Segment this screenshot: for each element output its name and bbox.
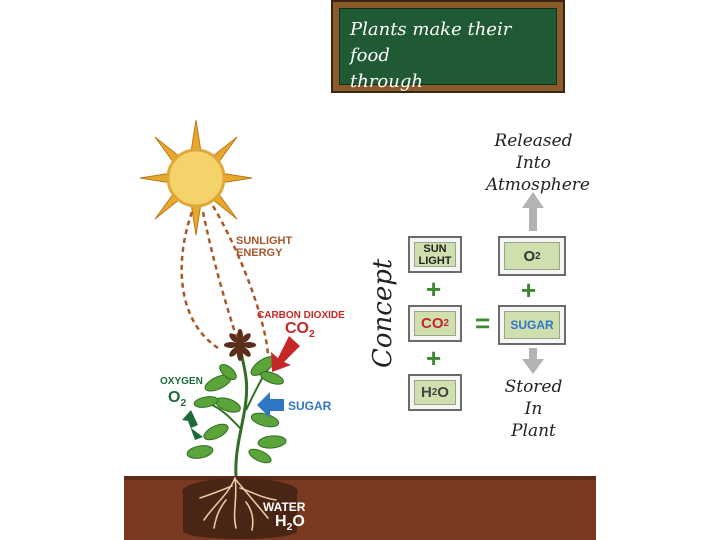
chalkboard-line-2: through photosynthesis.: [350, 71, 493, 118]
sunlight-box-line-2: LIGHT: [418, 254, 452, 267]
o2-box-sub: 2: [535, 250, 541, 262]
sunlight-box-inner: SUN LIGHT: [414, 242, 456, 267]
water-label: WATER: [263, 500, 306, 514]
plus-sign-right: +: [521, 275, 537, 305]
h2o-box-o: O: [437, 384, 449, 401]
stored-in-plant: Stored In Plant: [486, 376, 581, 442]
energy-label: ENERGY: [236, 247, 283, 259]
carbon-dioxide-label: CARBON DIOXIDE: [257, 310, 345, 321]
sugar-arrow: [257, 392, 284, 418]
concept-label: Concept: [368, 258, 398, 368]
equation-arrows: [522, 192, 544, 374]
plus-sign-left-1: +: [426, 274, 442, 304]
co2-box-sub: 2: [443, 318, 449, 329]
sugar-label: SUGAR: [288, 399, 332, 413]
released-line-1: Released: [494, 131, 573, 151]
sunlight-label: SUNLIGHT: [236, 235, 293, 247]
h2o-formula-sub: 2: [286, 522, 293, 534]
h2o-box-h: H: [421, 384, 432, 401]
co2-formula-base: CO: [285, 320, 309, 337]
oxygen-label: OXYGEN: [160, 376, 203, 387]
roots: [199, 477, 277, 531]
chalkboard: Plants make their food through photosynt…: [331, 0, 565, 118]
co2-formula-sub: 2: [309, 329, 315, 341]
sugar-box-inner: SUGAR: [504, 311, 560, 339]
sunlight-rays: [180, 205, 270, 359]
stored-line-2: In: [524, 399, 543, 419]
co2-arrow: [271, 336, 300, 372]
plant-leaves: [186, 356, 287, 464]
released-into-atmosphere: Released Into Atmosphere: [486, 130, 590, 196]
h2o-formula: H2O: [275, 513, 305, 533]
released-line-2: Into: [516, 153, 551, 173]
h2o-formula-o: O: [292, 513, 305, 530]
sunlight-box: SUN LIGHT: [408, 236, 462, 273]
stored-line-1: Stored: [504, 377, 563, 397]
equals-sign: =: [475, 308, 491, 338]
co2-box-base: CO: [421, 315, 444, 332]
stored-line-3: Plant: [511, 421, 556, 441]
sun: [139, 119, 253, 236]
o2-formula-base: O: [168, 389, 181, 406]
chalkboard-text: Plants make their food through photosynt…: [350, 17, 550, 121]
chalkboard-line-1: Plants make their food: [350, 19, 512, 66]
o2-box-base: O: [523, 247, 536, 265]
sunlight-energy-label: SUNLIGHT ENERGY: [236, 235, 292, 259]
sugar-box: SUGAR: [498, 305, 566, 345]
chalkboard-surface: Plants make their food through photosynt…: [339, 8, 557, 118]
plus-sign-left-2: +: [426, 343, 442, 373]
released-line-3: Atmosphere: [486, 175, 590, 195]
o2-formula-sub: 2: [180, 398, 187, 410]
o2-formula: O2: [168, 389, 186, 409]
flower: [224, 329, 256, 361]
h2o-box-sub: 2: [431, 387, 438, 398]
co2-formula: CO2: [285, 320, 315, 340]
soil-top: [124, 476, 596, 480]
sunlight-box-line-1: SUN: [423, 242, 447, 255]
h2o-formula-h: H: [275, 513, 287, 530]
o2-arrow: [182, 410, 203, 440]
